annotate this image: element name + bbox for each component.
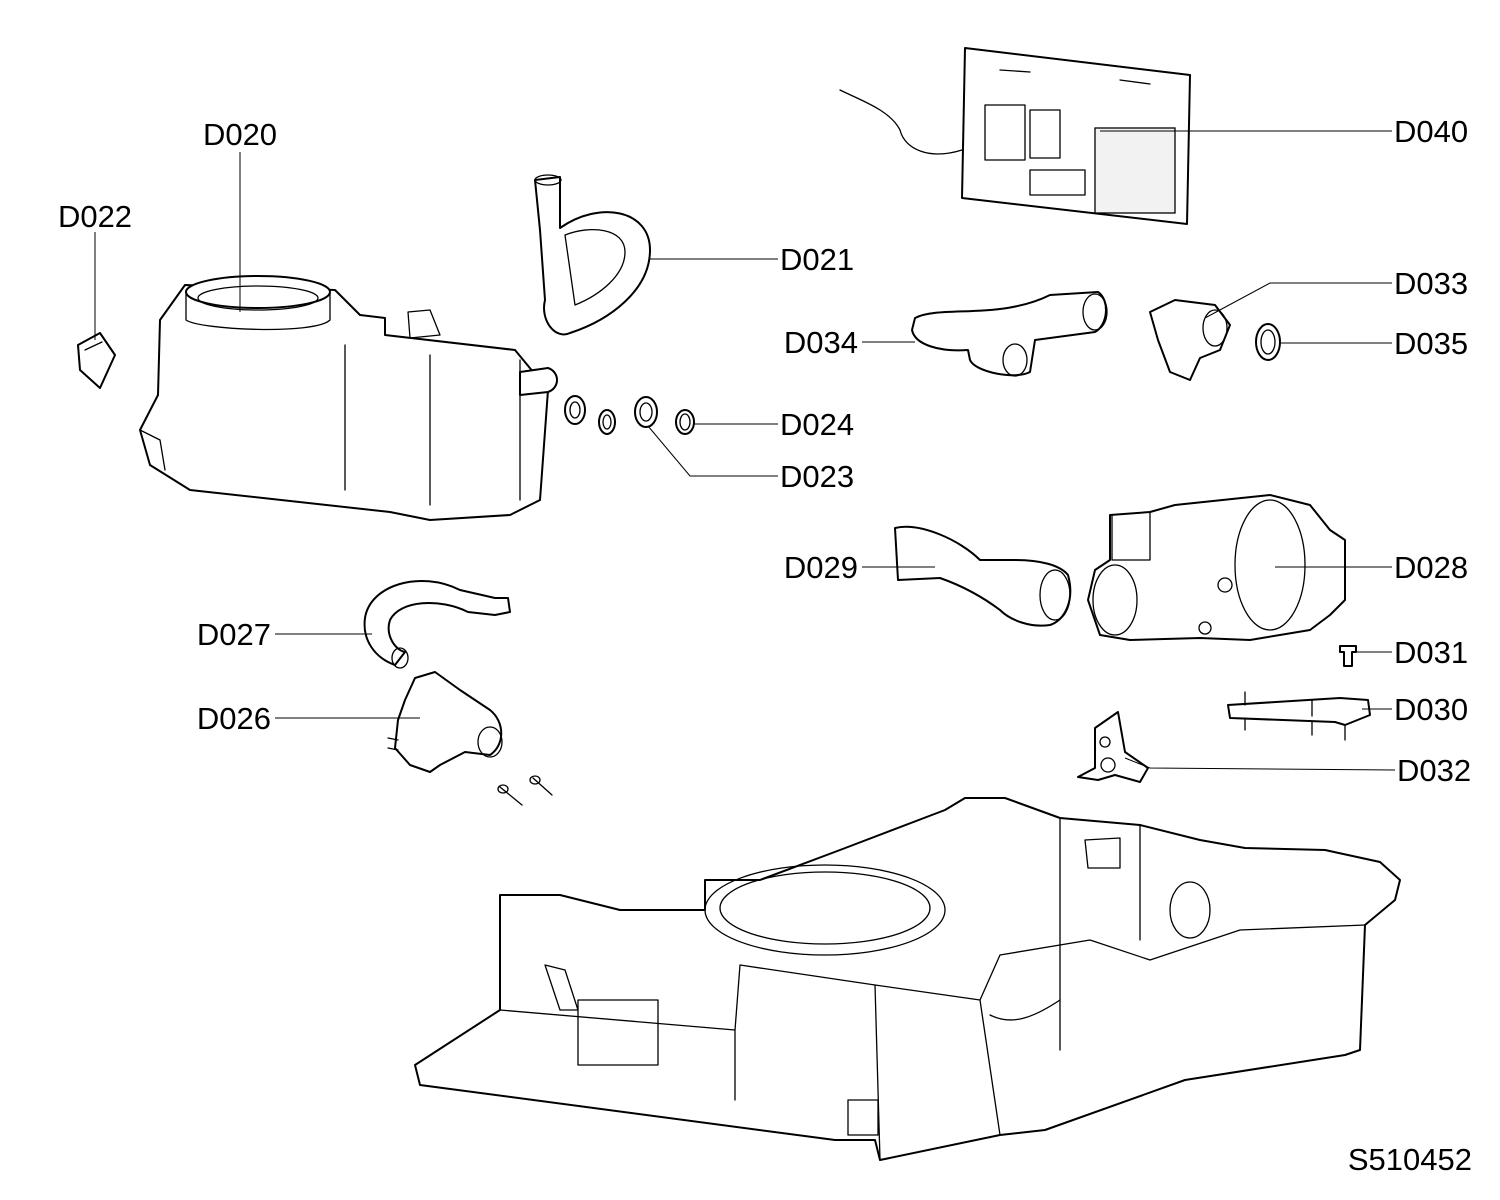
callout-d024: D024 [780,407,854,442]
pump-hose-part [894,525,1072,627]
sealing-rings-part [564,395,695,435]
tub-tank-part [139,275,558,521]
callout-d035: D035 [1394,326,1468,361]
callout-d033: D033 [1394,266,1468,301]
leader-lines [94,130,1396,771]
callout-d022: D022 [58,199,132,234]
valve-screws-part [497,775,553,806]
callout-d020: D020 [203,117,277,152]
o-ring-part [1255,323,1281,361]
callout-d029: D029 [784,550,858,585]
drain-hose-part [911,291,1108,377]
callout-d028: D028 [1394,550,1468,585]
pump-bracket-part [1227,691,1371,741]
leader-d023 [647,425,778,477]
leader-d032 [1124,757,1396,771]
callout-d032: D032 [1397,753,1471,788]
control-board-part [839,47,1191,225]
callout-d034: D034 [784,325,858,360]
leader-d033 [1204,282,1392,319]
inlet-hose-part [363,580,511,669]
callout-d027: D027 [197,617,271,652]
callout-d030: D030 [1394,692,1468,727]
callout-d040: D040 [1394,114,1468,149]
upper-hose-part [534,174,651,336]
callout-d026: D026 [197,701,271,736]
drain-pump-part [1087,494,1346,641]
mounting-plate-part [1077,711,1149,783]
callout-d023: D023 [780,459,854,494]
clip-part [77,332,116,389]
callout-d021: D021 [780,242,854,277]
base-frame-part [414,797,1401,1161]
drawing-number: S510452 [1348,1142,1472,1177]
inlet-valve-part [387,671,503,773]
screw-part [1339,645,1357,667]
callout-d031: D031 [1394,635,1468,670]
sensor-valve-part [1149,299,1231,381]
